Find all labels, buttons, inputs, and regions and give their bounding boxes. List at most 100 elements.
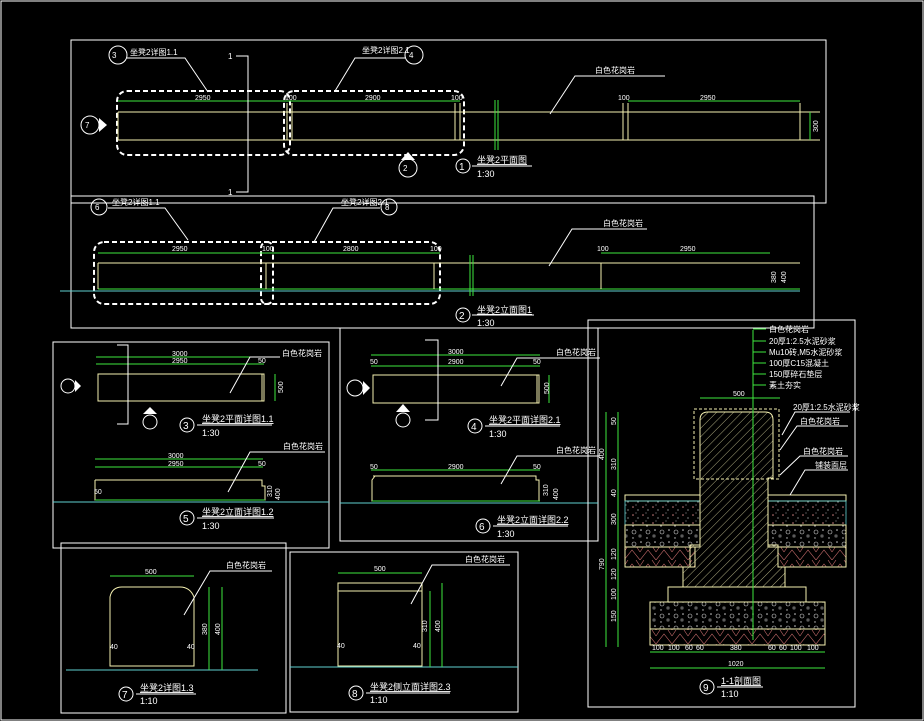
view-title: 坐凳2侧立面详图2.3 <box>370 681 451 692</box>
dim-text: 100 <box>597 246 609 253</box>
callout-label: 坐凳2详图2.1 <box>341 197 389 207</box>
dim-text: 50 <box>370 464 378 471</box>
view-title: 坐凳2立面图1 <box>477 304 532 315</box>
view-number: 4 <box>471 422 477 433</box>
dim-text: 100 <box>668 645 680 652</box>
material-label: 白色花岗岩 <box>283 441 323 451</box>
material-label: 白色花岗岩 <box>556 445 596 455</box>
dim-text: 40 <box>187 644 195 651</box>
view-scale: 1:10 <box>721 689 739 699</box>
dim-text: 310 <box>611 458 618 470</box>
dim-text: 100 <box>430 246 442 253</box>
dim-text: 40 <box>110 644 118 651</box>
view-title: 坐凳2立面详图2.2 <box>497 514 569 525</box>
dim-text: 380 <box>771 271 778 283</box>
view-number: 5 <box>183 514 189 525</box>
detail-ref-bubble: 6 <box>95 203 100 212</box>
dim-text: 3000 <box>172 351 188 358</box>
view-number: 7 <box>122 690 128 701</box>
dim-text: 50 <box>533 464 541 471</box>
view-title: 坐凳2立面详图1.2 <box>202 506 274 517</box>
view-scale: 1:10 <box>370 695 388 705</box>
dim-text: 2950 <box>195 95 211 102</box>
dim-text: 1020 <box>728 661 744 668</box>
detail-ref-bubble: 2 <box>403 164 408 173</box>
dim-text: 50 <box>370 359 378 366</box>
dim-text: 2950 <box>172 358 188 365</box>
dim-text: 100 <box>451 95 463 102</box>
dim-text: 2950 <box>168 461 184 468</box>
view-title: 1-1剖面图 <box>721 675 761 686</box>
frame-views-4-6 <box>339 327 599 542</box>
dim-text: 400 <box>553 488 560 500</box>
material-label: 白色花岗岩 <box>603 218 643 228</box>
dim-text: 100 <box>618 95 630 102</box>
dim-text: 2950 <box>700 95 716 102</box>
dim-text: 40 <box>413 643 421 650</box>
view-number: 6 <box>479 522 485 533</box>
dim-text: 40 <box>611 489 618 497</box>
material-label: 白色花岗岩 <box>282 348 322 358</box>
layer-label: 铺装面层 <box>815 460 847 470</box>
layer-label: 100厚C15混凝土 <box>769 358 829 368</box>
view-scale: 1:30 <box>202 521 220 531</box>
dim-text: 50 <box>258 461 266 468</box>
layer-label: 20厚1:2.5水泥砂浆 <box>769 336 836 346</box>
view-7-detail: 500 40 40 380 400 白色花岗岩 7 坐凳2详图1.3 1:10 <box>60 542 287 714</box>
view-scale: 1:10 <box>140 696 158 706</box>
dim-text: 3000 <box>168 453 184 460</box>
layer-label: 150厚碎石垫层 <box>769 369 822 379</box>
dim-text: 3000 <box>448 349 464 356</box>
view-9-section: 500 白色花岗岩 20厚1:2.5水泥砂浆 Mu10砖,M5水泥砂浆 100厚… <box>587 319 860 708</box>
dim-text: 50 <box>94 489 102 496</box>
material-label: 白色花岗岩 <box>595 65 635 75</box>
view-scale: 1:30 <box>477 318 495 328</box>
dim-text: 2950 <box>680 246 696 253</box>
material-label: 白色花岗岩 <box>226 560 266 570</box>
layer-label: Mu10砖,M5水泥砂浆 <box>769 347 842 357</box>
view-8-side-elevation: 500 310 400 40 40 白色花岗岩 8 坐凳2侧立面详图2.3 1:… <box>289 551 519 713</box>
layer-label: 20厚1:2.5水泥砂浆 <box>793 402 860 412</box>
dim-text: 310 <box>267 485 274 497</box>
callout-label: 坐凳2详图2.1 <box>362 45 410 55</box>
detail-ref-bubble: 3 <box>112 51 117 60</box>
dim-text: 790 <box>599 558 606 570</box>
detail-ref-bubble: 4 <box>409 51 414 60</box>
dim-text: 50 <box>611 417 618 425</box>
dim-text: 120 <box>611 548 618 560</box>
view-scale: 1:30 <box>497 529 515 539</box>
dim-text: 120 <box>611 568 618 580</box>
material-label: 白色花岗岩 <box>556 347 596 357</box>
dim-text: 2950 <box>172 246 188 253</box>
view-number: 9 <box>703 683 709 694</box>
callout-label: 坐凳2详图1.1 <box>130 47 178 57</box>
view-4-plan-detail: 3000 50 2900 50 500 白色花岗岩 4 坐凳2平面详图2.1 1… <box>346 339 600 439</box>
dim-text: 310 <box>543 484 550 496</box>
view-3-plan-detail: 3000 2950 50 500 白色花岗岩 3 坐凳2平面详图1.1 1:30 <box>60 344 322 438</box>
view-scale: 1:30 <box>489 429 507 439</box>
dim-text: 380 <box>202 623 209 635</box>
dim-text: 500 <box>278 381 285 393</box>
dim-text: 500 <box>733 391 745 398</box>
dim-text: 380 <box>730 645 742 652</box>
dim-text: 50 <box>258 358 266 365</box>
dim-text: 500 <box>374 566 386 573</box>
dim-text: 60 <box>779 645 787 652</box>
dim-text: 310 <box>422 620 429 632</box>
dim-text: 100 <box>807 645 819 652</box>
view-number: 1 <box>459 162 465 173</box>
section-mark: 1 <box>228 52 233 61</box>
view-title: 坐凳2平面图 <box>477 155 527 165</box>
dim-text: 50 <box>533 359 541 366</box>
dim-text: 100 <box>262 246 274 253</box>
dim-text: 100 <box>790 645 802 652</box>
dim-text: 2900 <box>365 95 381 102</box>
frame-views-3-5 <box>52 341 330 549</box>
view-title: 坐凳2平面详图1.1 <box>202 413 274 424</box>
dim-text: 400 <box>599 448 606 460</box>
dim-text: 40 <box>337 643 345 650</box>
callout-box-left <box>116 90 291 156</box>
dim-text: 100 <box>285 95 297 102</box>
dim-text: 100 <box>611 588 618 600</box>
